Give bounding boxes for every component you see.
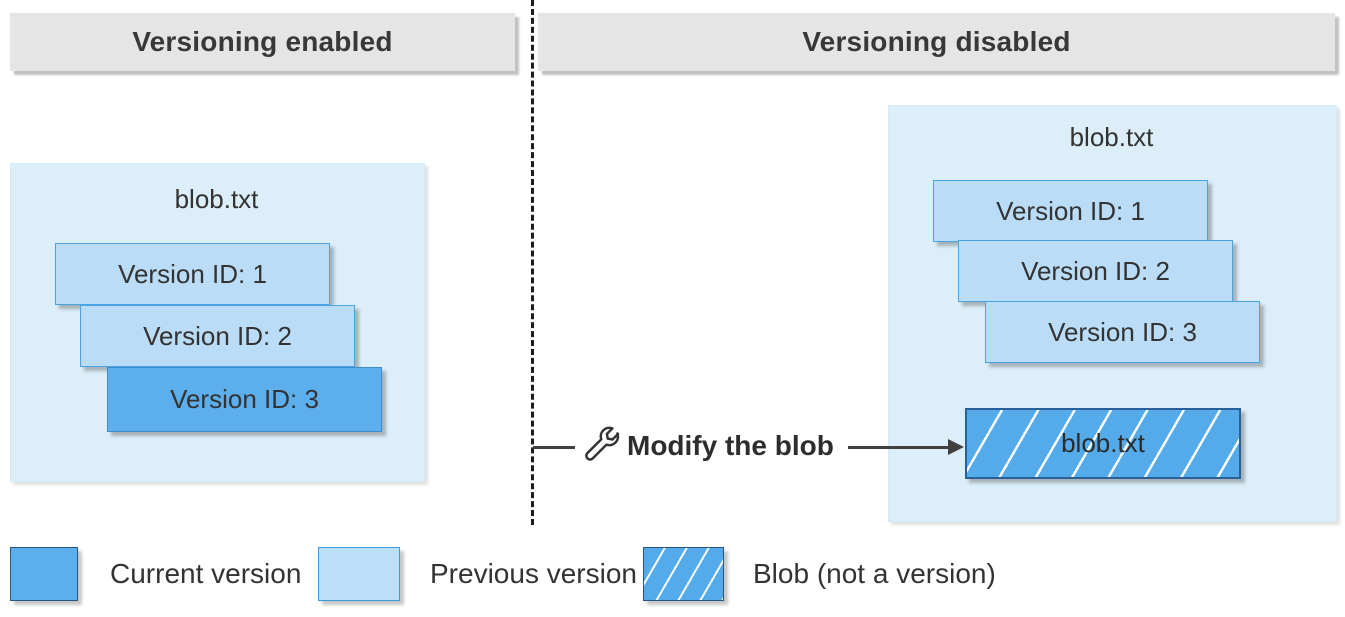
version-box-current: Version ID: 3 xyxy=(107,367,382,432)
legend-swatch-previous-version xyxy=(318,547,400,601)
version-box-previous: Version ID: 1 xyxy=(55,243,330,305)
connector-line xyxy=(533,446,575,449)
legend-label-current-version: Current version xyxy=(110,558,302,589)
wrench-icon xyxy=(582,424,622,466)
version-box-previous: Version ID: 2 xyxy=(958,240,1233,302)
version-box-previous: Version ID: 1 xyxy=(933,180,1208,242)
legend-label-blob-not-a-version: Blob (not a version) xyxy=(753,558,996,589)
blob-not-a-version-box: blob.txt xyxy=(965,408,1241,479)
legend-swatch-blob-not-a-version xyxy=(643,547,724,601)
version-box-previous: Version ID: 3 xyxy=(985,301,1260,363)
arrowhead-icon xyxy=(948,439,964,455)
blob-container-title: blob.txt xyxy=(174,184,259,214)
legend-label-previous-version: Previous version xyxy=(430,558,637,589)
blob-container-title: blob.txt xyxy=(1069,122,1154,152)
arrow-line xyxy=(848,446,950,449)
legend-swatch-current-version xyxy=(10,547,78,601)
versioning-enabled-header: Versioning enabled xyxy=(10,13,515,71)
divider-dashed-line xyxy=(531,0,534,525)
versioning-disabled-header: Versioning disabled xyxy=(538,13,1335,71)
modify-the-blob-label: Modify the blob xyxy=(627,430,834,461)
version-box-previous: Version ID: 2 xyxy=(80,305,355,367)
